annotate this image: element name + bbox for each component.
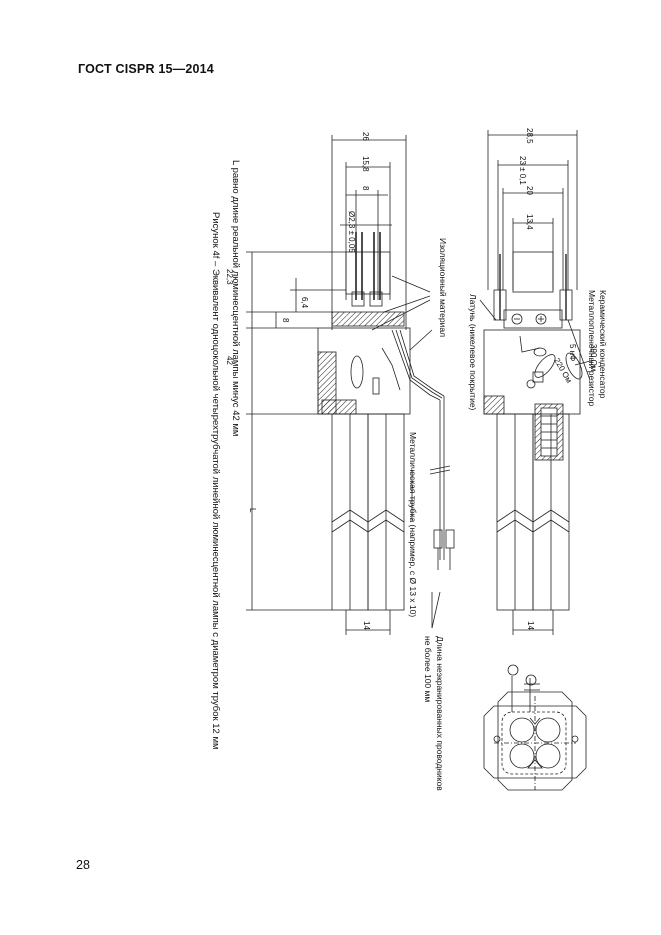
dim-8-width: 8 xyxy=(361,186,370,191)
label-resistor: Металлопленочный резистор xyxy=(587,290,597,406)
capacitor-5nf: 5 нФ xyxy=(568,344,577,361)
dim-20: 20 xyxy=(525,186,534,195)
dim-15-8: 15,8 xyxy=(361,156,370,172)
page-number: 28 xyxy=(76,858,90,872)
label-insulation: Изоляционный материал xyxy=(438,238,448,337)
page-header: ГОСТ CISPR 15—2014 xyxy=(78,62,214,76)
dim-L: L xyxy=(248,508,257,513)
dim-6-4: 6,4 xyxy=(300,297,309,309)
dim-pin-diameter: Ø2,3 ± 0,05 xyxy=(347,211,356,253)
dim-14-front: 14 xyxy=(526,621,535,630)
resistor-390: 390 Ом xyxy=(589,344,598,371)
dim-23: 23 ± 0,1 xyxy=(518,156,527,185)
front-view xyxy=(479,130,595,635)
end-view xyxy=(483,664,587,791)
dim-8-height: 8 xyxy=(281,318,290,323)
dim-28-5: 28,5 xyxy=(525,128,534,144)
label-brass: Латунь (никелевое покрытие) xyxy=(468,294,478,411)
label-capacitor: Керамический конденсатор xyxy=(598,290,608,399)
label-metal-tube: Металлическая трубка (например, с Ø 13 х… xyxy=(408,432,418,617)
label-wire-length-2: не более 100 мм xyxy=(423,636,433,702)
dim-22-3: 22,3 xyxy=(225,269,234,285)
side-view xyxy=(246,135,455,635)
dim-26: 26 xyxy=(361,132,370,141)
label-wire-length-1: Длина неэкранированных проводников xyxy=(435,636,445,791)
dim-13-4: 13,4 xyxy=(525,214,534,230)
dim-42: 42 xyxy=(225,356,234,365)
dim-14-side: 14 xyxy=(362,621,371,630)
